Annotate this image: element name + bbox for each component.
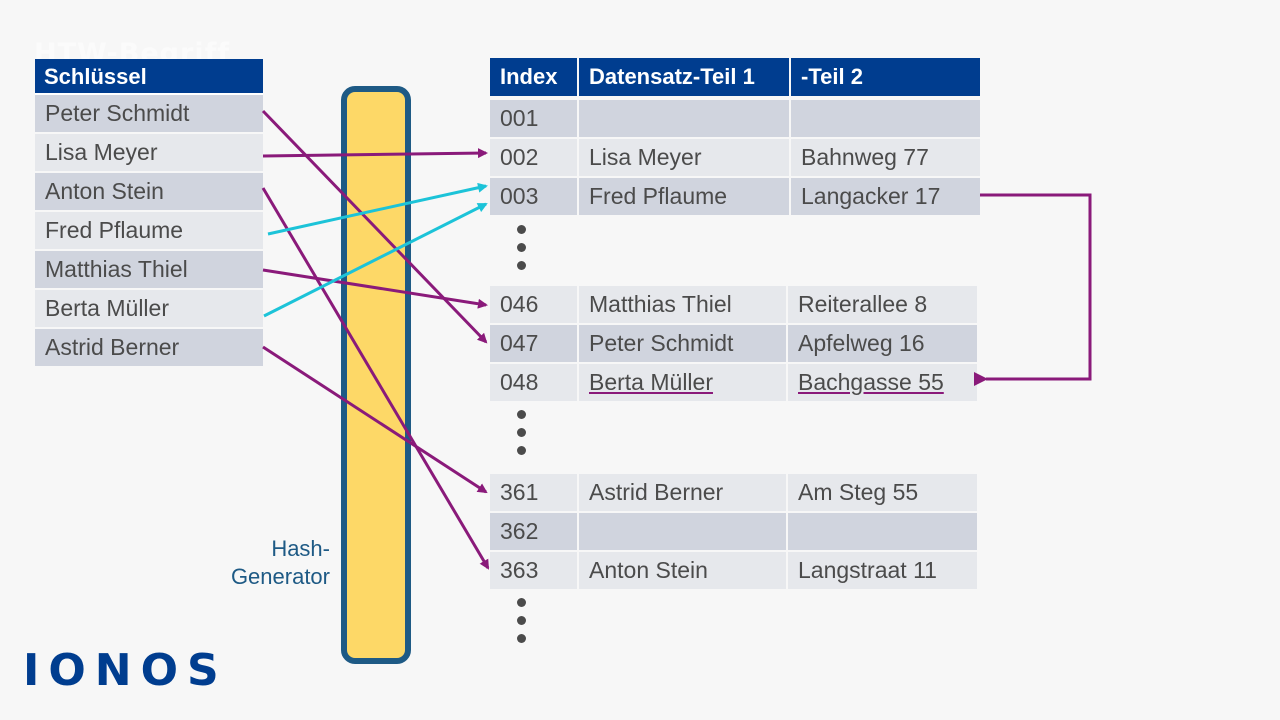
cell-teil1-wrap: Berta Müller [579,364,786,401]
key-table-header: Schlüssel [35,59,263,95]
cell-teil1: Lisa Meyer [579,139,789,176]
cell-teil2: Bachgasse 55 [798,369,944,395]
cell-teil1: Berta Müller [589,369,713,395]
cell-teil2-wrap: Bachgasse 55 [788,364,977,401]
arrow-astrid-berner [262,345,488,494]
table-row: 361 Astrid Berner Am Steg 55 [490,474,980,511]
cell-teil1: Peter Schmidt [579,325,786,362]
key-row: Lisa Meyer [35,134,263,171]
cell-teil2: Am Steg 55 [788,474,977,511]
cell-teil1 [579,100,789,137]
cell-index: 046 [490,286,577,323]
cell-index: 047 [490,325,577,362]
header-teil1: Datensatz-Teil 1 [579,58,789,96]
cell-teil2: Reiterallee 8 [788,286,977,323]
header-teil2: -Teil 2 [791,58,980,96]
cell-teil2 [791,100,980,137]
key-row: Matthias Thiel [35,251,263,288]
key-row: Berta Müller [35,290,263,327]
arrow-berta-mueller [263,202,488,318]
cell-teil1: Matthias Thiel [579,286,786,323]
arrow-peter-schmidt [261,109,488,344]
ionos-logo: IONOS [23,645,228,696]
cell-index: 363 [490,552,577,589]
table-row: 048 Berta Müller Bachgasse 55 [490,364,980,401]
table-row: 002 Lisa Meyer Bahnweg 77 [490,139,980,176]
cell-index: 362 [490,513,577,550]
cell-index: 048 [490,364,577,401]
arrow-fred-pflaume [267,182,488,236]
cell-index: 361 [490,474,577,511]
table-row: 001 [490,100,980,137]
arrow-lisa-meyer [262,148,488,159]
key-row: Anton Stein [35,173,263,210]
table-row: 047 Peter Schmidt Apfelweg 16 [490,325,980,362]
ellipsis-dots [517,410,527,464]
cell-teil1 [579,513,786,550]
cell-teil1: Fred Pflaume [579,178,789,215]
key-table: Schlüssel Peter Schmidt Lisa Meyer Anton… [35,59,263,368]
table-row: 003 Fred Pflaume Langacker 17 [490,178,980,215]
table-row: 362 [490,513,980,550]
cell-index: 002 [490,139,577,176]
hash-generator-bar [341,86,411,664]
cell-teil2 [788,513,977,550]
key-row: Astrid Berner [35,329,263,366]
ellipsis-dots [517,225,527,279]
cell-teil1: Astrid Berner [579,474,786,511]
cell-teil2: Langstraat 11 [788,552,977,589]
cell-index: 001 [490,100,577,137]
cell-teil2: Bahnweg 77 [791,139,980,176]
key-list: Peter Schmidt Lisa Meyer Anton Stein Fre… [35,95,263,366]
table-row: 363 Anton Stein Langstraat 11 [490,552,980,589]
key-row: Peter Schmidt [35,95,263,132]
cell-teil1: Anton Stein [579,552,786,589]
cell-teil2: Apfelweg 16 [788,325,977,362]
arrow-anton-stein [261,187,490,570]
cell-teil2: Langacker 17 [791,178,980,215]
hash-generator-label: Hash-Generator [200,535,330,591]
header-index: Index [490,58,577,96]
key-row: Fred Pflaume [35,212,263,249]
cell-index: 003 [490,178,577,215]
hash-generator-text: Hash-Generator [230,536,330,589]
table-row: 046 Matthias Thiel Reiterallee 8 [490,286,980,323]
arrow-collision-redirect [974,193,1092,386]
arrow-matthias-thiel [262,268,488,309]
ellipsis-dots [517,598,527,652]
